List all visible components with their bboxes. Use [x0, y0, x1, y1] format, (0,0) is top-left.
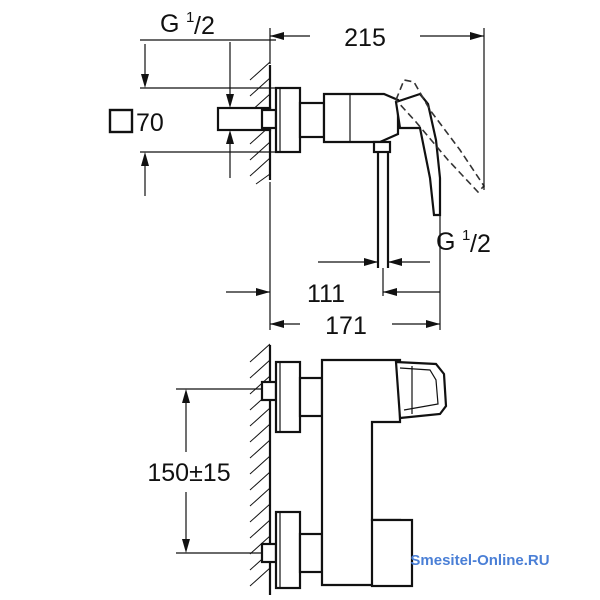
dim-171-label: 171 [325, 312, 367, 340]
inlet-thread-sup: 1 [186, 9, 194, 26]
lever-closed[interactable] [394, 92, 442, 217]
lower-connector [298, 532, 324, 574]
outlet-thread-sub: /2 [470, 230, 491, 258]
connector-side [298, 101, 326, 139]
inlet-thread-label: G 1 /2 [160, 9, 215, 40]
inlet-thread-sub: /2 [194, 12, 215, 40]
dim-150-label: 150±15 [147, 459, 230, 487]
outlet-thread-sup: 1 [462, 227, 470, 244]
lower-inlet-nut [260, 542, 278, 564]
front-view: 150±15 [147, 343, 448, 595]
dim-70-label: 70 [136, 109, 164, 137]
mixer-body-side [322, 92, 400, 144]
outlet-thread-label: G 1 /2 [436, 227, 491, 258]
inlet-nut [260, 108, 278, 130]
square-symbol-icon [108, 108, 134, 134]
dim-111-label: 111 [307, 280, 345, 308]
watermark-text: Smesitel-Online.RU [410, 552, 549, 569]
lever-front[interactable] [394, 360, 448, 420]
lever-open-dashed [395, 79, 486, 194]
dim-215-label: 215 [344, 24, 386, 52]
outlet-thread-main: G [436, 228, 455, 256]
outlet-nut [372, 140, 392, 154]
upper-connector [298, 376, 324, 418]
lower-block [370, 518, 414, 588]
side-view: 215 G 1 /2 70 G 1 /2 [108, 9, 491, 340]
upper-inlet-nut [260, 380, 278, 402]
inlet-thread-main: G [160, 10, 179, 38]
